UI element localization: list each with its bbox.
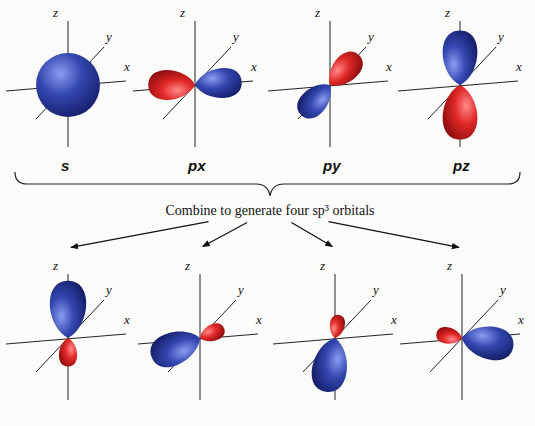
- orbital-panel: z yx: [265, 248, 405, 420]
- axis-label: y: [106, 282, 112, 297]
- combine-caption: Combine to generate four sp³ orbitals: [165, 203, 374, 218]
- combine-arrow: [291, 223, 332, 247]
- axis-label: x: [251, 59, 257, 74]
- sp3-orbital: [400, 274, 520, 400]
- axis-label: x: [124, 59, 130, 74]
- axis-label: y: [238, 282, 244, 297]
- orbital-panel: zyxpx: [125, 0, 265, 182]
- axis-label: x: [124, 312, 130, 327]
- axis-label: y: [500, 282, 506, 297]
- combine-bracket: [15, 172, 520, 196]
- orbital-name: px: [188, 157, 206, 174]
- orbital-panel: z yx py: [260, 0, 400, 182]
- axis-label: z: [315, 5, 320, 20]
- axis-label: x: [386, 59, 392, 74]
- axis-label: y: [373, 282, 379, 297]
- axis-label: y: [106, 29, 112, 44]
- orbital-name: py: [323, 157, 341, 174]
- orbital-panel: zyx: [392, 248, 532, 420]
- axis-label: z: [447, 258, 452, 273]
- axis-label: y: [233, 29, 239, 44]
- s-orbital: [6, 21, 126, 147]
- axis-label: z: [53, 5, 58, 20]
- combine-arrow: [71, 222, 209, 248]
- axis-label: x: [256, 312, 262, 327]
- axis-label: x: [518, 312, 524, 327]
- orbital-panel: z yx: [130, 248, 270, 420]
- sp3-orbital: [138, 274, 258, 400]
- axis-label: y: [368, 29, 374, 44]
- sp3-orbital: [6, 274, 126, 400]
- axis-label: z: [185, 258, 190, 273]
- combine-label-box: Combine to generate four sp³ orbitals: [159, 199, 380, 221]
- combine-arrow: [329, 222, 460, 248]
- sp3-orbital: [273, 274, 393, 400]
- axis-label: z: [445, 5, 450, 20]
- pz-orbital: [398, 21, 518, 147]
- px-orbital: [133, 21, 253, 147]
- py-orbital: [268, 21, 388, 147]
- orbital-name: s: [61, 157, 69, 174]
- orbital-name: pz: [453, 157, 470, 174]
- axis-label: z: [320, 258, 325, 273]
- axis-label: y: [498, 29, 504, 44]
- orbital-panel: z yx s: [0, 0, 138, 182]
- axis-label: z: [53, 258, 58, 273]
- orbital-panel: z yx pz: [390, 0, 530, 182]
- orbital-panel: z yx: [0, 248, 138, 420]
- axis-label: z: [180, 5, 185, 20]
- axis-label: x: [391, 312, 397, 327]
- axis-label: x: [516, 59, 522, 74]
- combine-arrow: [203, 222, 247, 246]
